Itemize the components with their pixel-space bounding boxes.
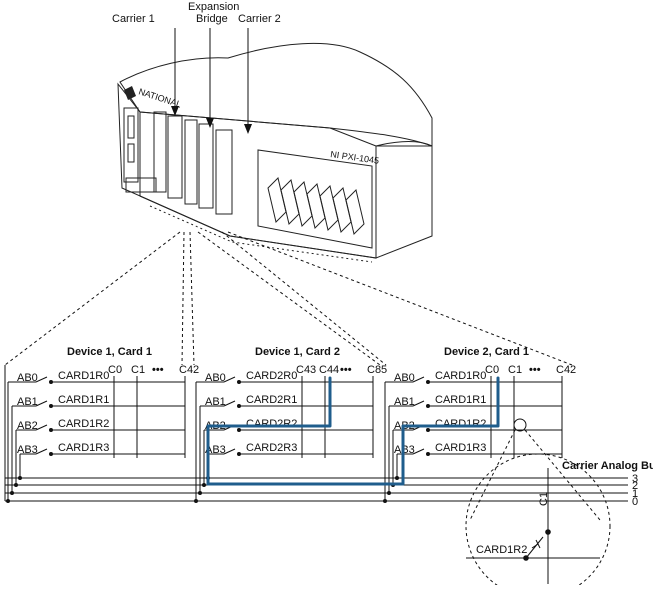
column-label: C0 [108, 364, 122, 376]
column-label: C85 [367, 364, 387, 376]
row-label: CARD1R1 [58, 394, 109, 406]
card-title: Device 1, Card 2 [255, 346, 340, 358]
column-label: C42 [179, 364, 199, 376]
ab-label: AB3 [205, 444, 226, 456]
row-label: CARD1R0 [58, 370, 109, 382]
zoom-col-label: C1 [538, 492, 550, 506]
row-label: CARD1R3 [435, 442, 486, 454]
bus-line-label: 1 [632, 488, 638, 500]
ab-label: AB3 [17, 444, 38, 456]
ab-label: AB0 [17, 372, 38, 384]
bus-line-label: 3 [632, 473, 638, 485]
row-label: CARD1R2 [435, 418, 486, 430]
bus-line-label: 0 [632, 496, 638, 508]
signal-route [206, 376, 500, 486]
zoom-detail: C1 CARD1R2 [465, 418, 611, 590]
callout-expansion: Expansion [188, 1, 239, 13]
row-label: CARD1R0 [435, 370, 486, 382]
ab-label: AB1 [394, 396, 415, 408]
column-label: C0 [485, 364, 499, 376]
column-label: C43 [296, 364, 316, 376]
callouts: Carrier 1 Expansion Bridge Carrier 2 [112, 1, 281, 134]
ab-label: AB2 [17, 420, 38, 432]
row-label: CARD2R3 [246, 442, 297, 454]
callout-carrier-2: Carrier 2 [238, 13, 281, 25]
ab-label: AB1 [17, 396, 38, 408]
row-label: CARD1R1 [435, 394, 486, 406]
column-label: C44 [319, 364, 339, 376]
projection-lines [4, 231, 573, 366]
card-title: Device 2, Card 1 [444, 346, 529, 358]
row-label: CARD2R0 [246, 370, 297, 382]
row-label: CARD1R3 [58, 442, 109, 454]
ab-label: AB1 [205, 396, 226, 408]
zoom-row-label: CARD1R2 [476, 544, 527, 556]
ab-label: AB0 [205, 372, 226, 384]
callout-carrier-1: Carrier 1 [112, 13, 155, 25]
column-ellipsis: ••• [529, 364, 541, 376]
card-title: Device 1, Card 1 [67, 346, 152, 358]
pxi-chassis-illustration: NI PXI-1045 NATIONAL [117, 42, 433, 263]
column-ellipsis: ••• [340, 364, 352, 376]
bus-label: Carrier Analog Bus [562, 460, 653, 472]
ab-label: AB0 [394, 372, 415, 384]
row-label: CARD2R2 [246, 418, 297, 430]
column-label: C42 [556, 364, 576, 376]
callout-bridge: Bridge [196, 13, 228, 25]
row-label: CARD2R1 [246, 394, 297, 406]
column-label: C1 [131, 364, 145, 376]
bus-line-label: 2 [632, 480, 638, 492]
column-ellipsis: ••• [152, 364, 164, 376]
row-label: CARD1R2 [58, 418, 109, 430]
column-label: C1 [508, 364, 522, 376]
